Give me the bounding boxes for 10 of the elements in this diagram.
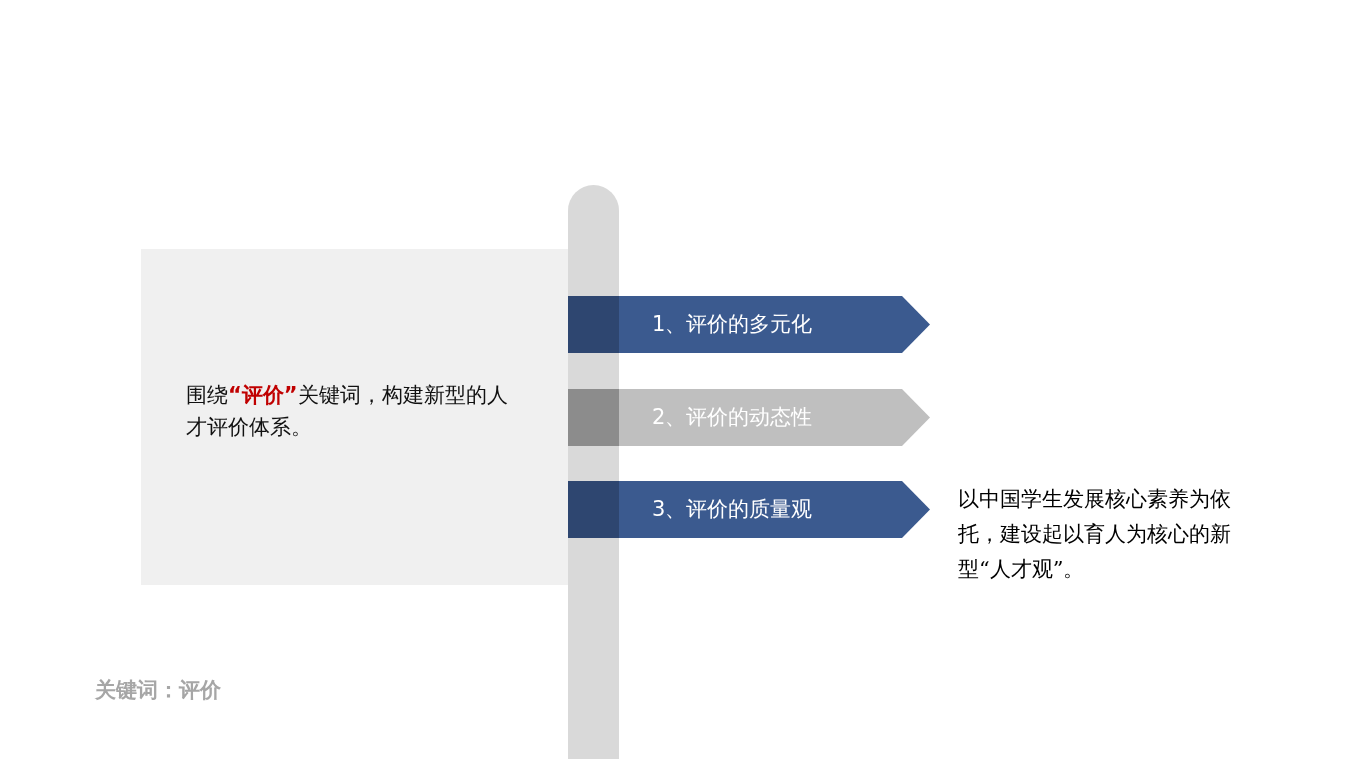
sign-text: 3、评价的质量观: [652, 496, 813, 523]
panel-text: 围绕“评价”关键词，构建新型的人才评价体系。: [186, 382, 509, 441]
sign-board: [568, 296, 930, 353]
text-panel: [141, 249, 568, 585]
sign-text: 1、评价的多元化: [652, 311, 813, 338]
keyword-label: 关键词：评价: [95, 677, 221, 704]
sign-board: [568, 389, 930, 446]
note-text: 以中国学生发展核心素养为依托，建设起以育人为核心的新型“人才观”。: [958, 486, 1232, 583]
sign-board: [568, 481, 930, 538]
sign-text: 2、评价的动态性: [652, 404, 813, 431]
